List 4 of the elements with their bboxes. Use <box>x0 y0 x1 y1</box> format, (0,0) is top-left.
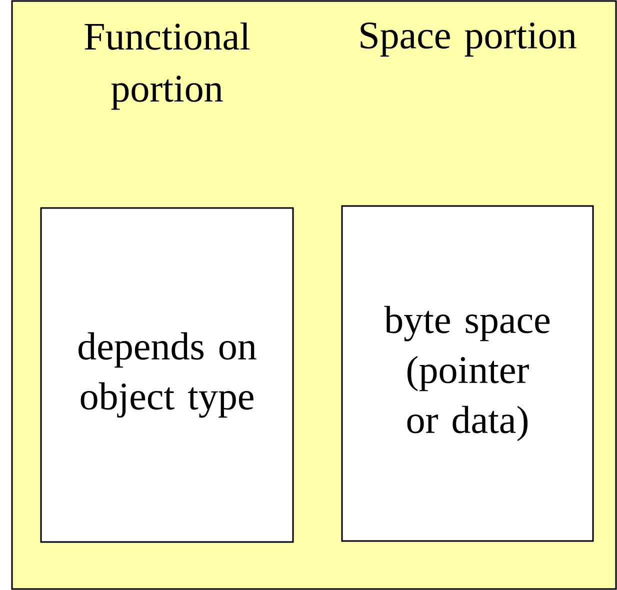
object-box: byte space (pointer or data) <box>341 205 594 542</box>
column-heading: Space portion <box>360 22 576 57</box>
object-box: depends on object type <box>40 207 294 543</box>
column-heading: Functional portion <box>84 22 250 110</box>
